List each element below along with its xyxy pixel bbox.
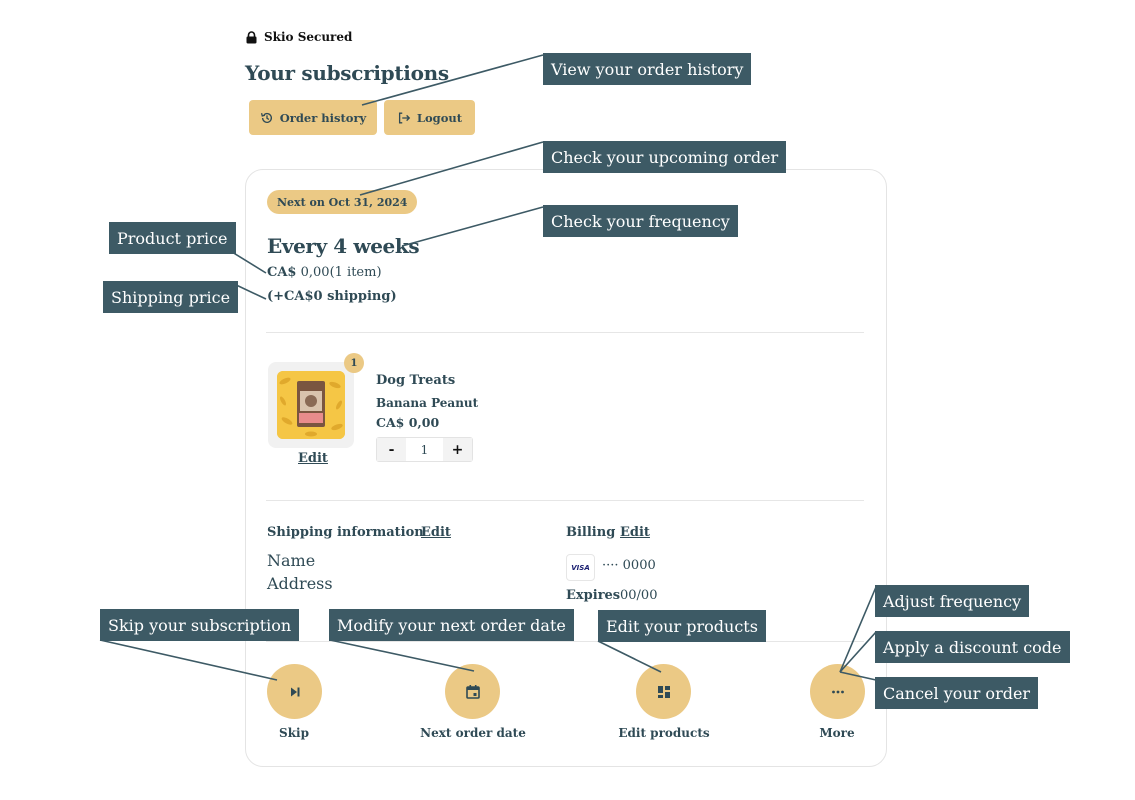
more-dots-icon	[831, 690, 844, 693]
product-name: Dog Treats	[376, 373, 456, 388]
frequency-title: Every 4 weeks	[267, 234, 420, 258]
callout-shipping-price: Shipping price	[103, 281, 239, 313]
decrement-button[interactable]: -	[377, 438, 406, 461]
callout-skip: Skip your subscription	[100, 609, 300, 641]
logout-icon	[398, 112, 411, 123]
product-thumbnail[interactable]	[268, 362, 354, 448]
edit-products-button[interactable]	[636, 664, 691, 719]
page-title: Your subscriptions	[245, 61, 449, 85]
callout-discount-code: Apply a discount code	[875, 631, 1070, 663]
callout-frequency: Check your frequency	[543, 205, 738, 237]
quantity-value[interactable]: 1	[420, 442, 429, 457]
secured-label: Skio Secured	[264, 30, 353, 44]
shipping-address: Address	[267, 574, 333, 593]
logout-button[interactable]: Logout	[384, 100, 475, 135]
shipping-name: Name	[267, 551, 316, 570]
billing-title: Billing	[566, 525, 616, 540]
next-order-date-label: Next order date	[420, 726, 526, 740]
edit-products-label: Edit products	[618, 726, 710, 740]
callout-product-price: Product price	[109, 222, 236, 254]
more-button[interactable]	[810, 664, 865, 719]
skio-secured: Skio Secured	[246, 30, 352, 44]
billing-edit-link[interactable]: Edit	[620, 525, 650, 540]
price-value: 0,00	[300, 265, 330, 280]
price-summary: CA$ 0,00(1 item)	[267, 265, 382, 280]
divider	[266, 500, 864, 501]
callout-upcoming-order: Check your upcoming order	[543, 141, 787, 173]
divider	[266, 641, 864, 642]
skip-button[interactable]	[267, 664, 322, 719]
next-order-badge: Next on Oct 31, 2024	[267, 190, 418, 214]
shipping-info-title: Shipping information	[267, 525, 424, 540]
callout-edit-products: Edit your products	[598, 610, 766, 642]
callout-cancel-order: Cancel your order	[875, 677, 1039, 709]
item-count: (1 item)	[329, 265, 382, 280]
dashboard-icon	[657, 685, 670, 698]
product-price: CA$ 0,00	[376, 415, 440, 430]
shipping-edit-link[interactable]: Edit	[421, 525, 451, 540]
logout-label: Logout	[416, 110, 463, 125]
order-history-button[interactable]: Order history	[249, 100, 377, 135]
lock-icon	[246, 30, 257, 44]
subscription-card	[245, 169, 887, 767]
next-order-date-button[interactable]	[445, 664, 500, 719]
expires-label: Expires	[566, 588, 621, 603]
callout-modify-date: Modify your next order date	[329, 609, 574, 641]
callout-adjust-frequency: Adjust frequency	[875, 585, 1030, 617]
order-history-label: Order history	[279, 110, 367, 125]
product-image	[277, 371, 345, 439]
history-icon	[260, 112, 272, 123]
callout-order-history: View your order history	[543, 53, 752, 85]
more-label: More	[819, 726, 855, 740]
product-edit-link[interactable]: Edit	[298, 451, 328, 466]
quantity-stepper: - 1 +	[376, 437, 473, 462]
visa-icon: VISA	[566, 554, 595, 581]
skip-label: Skip	[279, 726, 309, 740]
divider	[266, 332, 864, 333]
calendar-icon	[465, 684, 480, 699]
expires-value: 00/00	[620, 588, 658, 603]
product-variant: Banana Peanut	[376, 396, 479, 410]
increment-button[interactable]: +	[443, 438, 472, 461]
price-currency: CA$	[267, 265, 297, 280]
shipping-summary: (+CA$0 shipping)	[267, 289, 397, 304]
card-number: ···· 0000	[602, 558, 656, 573]
skip-next-icon	[290, 687, 299, 696]
quantity-badge: 1	[344, 353, 364, 373]
